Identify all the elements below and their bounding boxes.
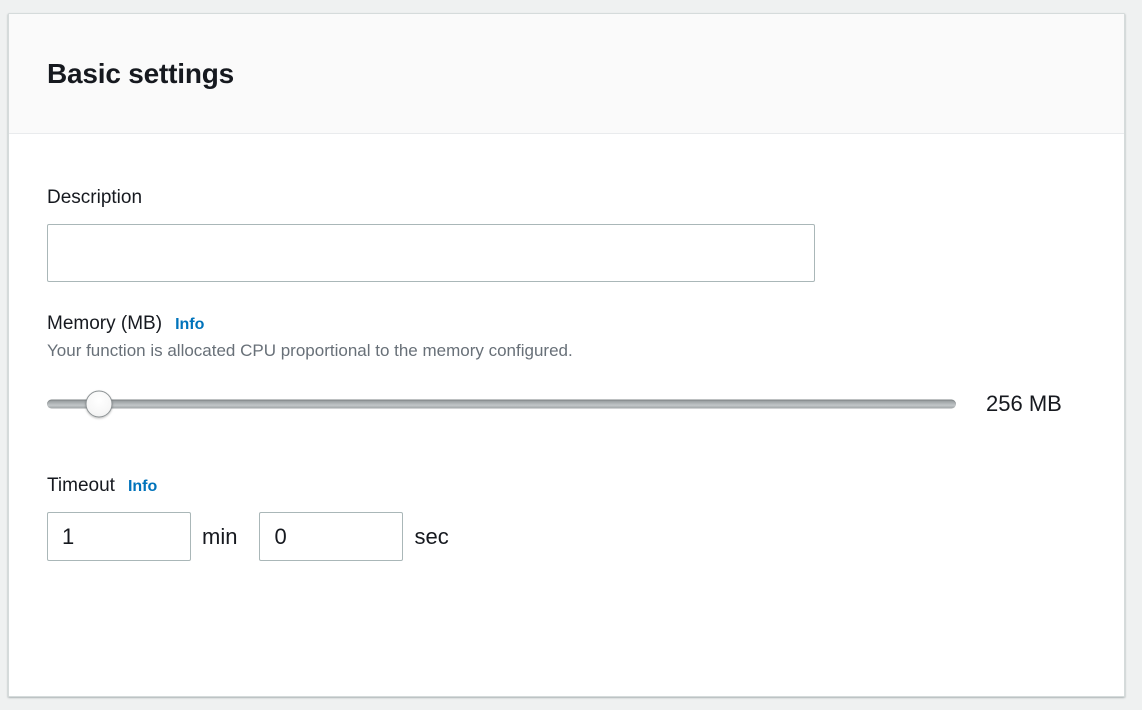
- memory-slider-row: 256 MB: [47, 384, 1086, 424]
- spacer: [47, 282, 1086, 312]
- timeout-label-text: Timeout: [47, 475, 115, 497]
- timeout-label: Timeout Info: [47, 474, 1086, 498]
- description-field-group: Description: [47, 186, 1086, 282]
- timeout-field-group: Timeout Info min sec: [47, 474, 1086, 562]
- timeout-inputs-row: min sec: [47, 512, 1086, 562]
- description-input[interactable]: [47, 223, 815, 282]
- memory-info-link[interactable]: Info: [175, 315, 205, 333]
- slider-track[interactable]: [47, 399, 956, 409]
- description-label-text: Description: [47, 187, 143, 208]
- timeout-info-link[interactable]: Info: [127, 478, 158, 496]
- timeout-seconds-unit: sec: [414, 523, 449, 549]
- timeout-seconds-input[interactable]: [259, 512, 404, 562]
- basic-settings-panel: Basic settings Description Memory (MB) I…: [8, 13, 1125, 697]
- timeout-minutes-unit: min: [202, 523, 238, 549]
- memory-label: Memory (MB) Info: [47, 312, 1086, 336]
- description-label: Description: [47, 186, 1086, 210]
- memory-value-display: 256 MB: [986, 391, 1062, 417]
- memory-field-group: Memory (MB) Info Your function is alloca…: [47, 312, 1086, 425]
- panel-body: Description Memory (MB) Info Your functi…: [9, 134, 1124, 562]
- memory-help-text: Your function is allocated CPU proportio…: [47, 340, 573, 360]
- panel-header: Basic settings: [9, 14, 1124, 134]
- memory-slider[interactable]: [47, 390, 956, 418]
- slider-thumb[interactable]: [85, 390, 113, 418]
- spacer: [47, 450, 1086, 474]
- memory-label-text: Memory (MB): [47, 312, 163, 334]
- page-title: Basic settings: [47, 57, 235, 89]
- timeout-minutes-input[interactable]: [47, 512, 191, 562]
